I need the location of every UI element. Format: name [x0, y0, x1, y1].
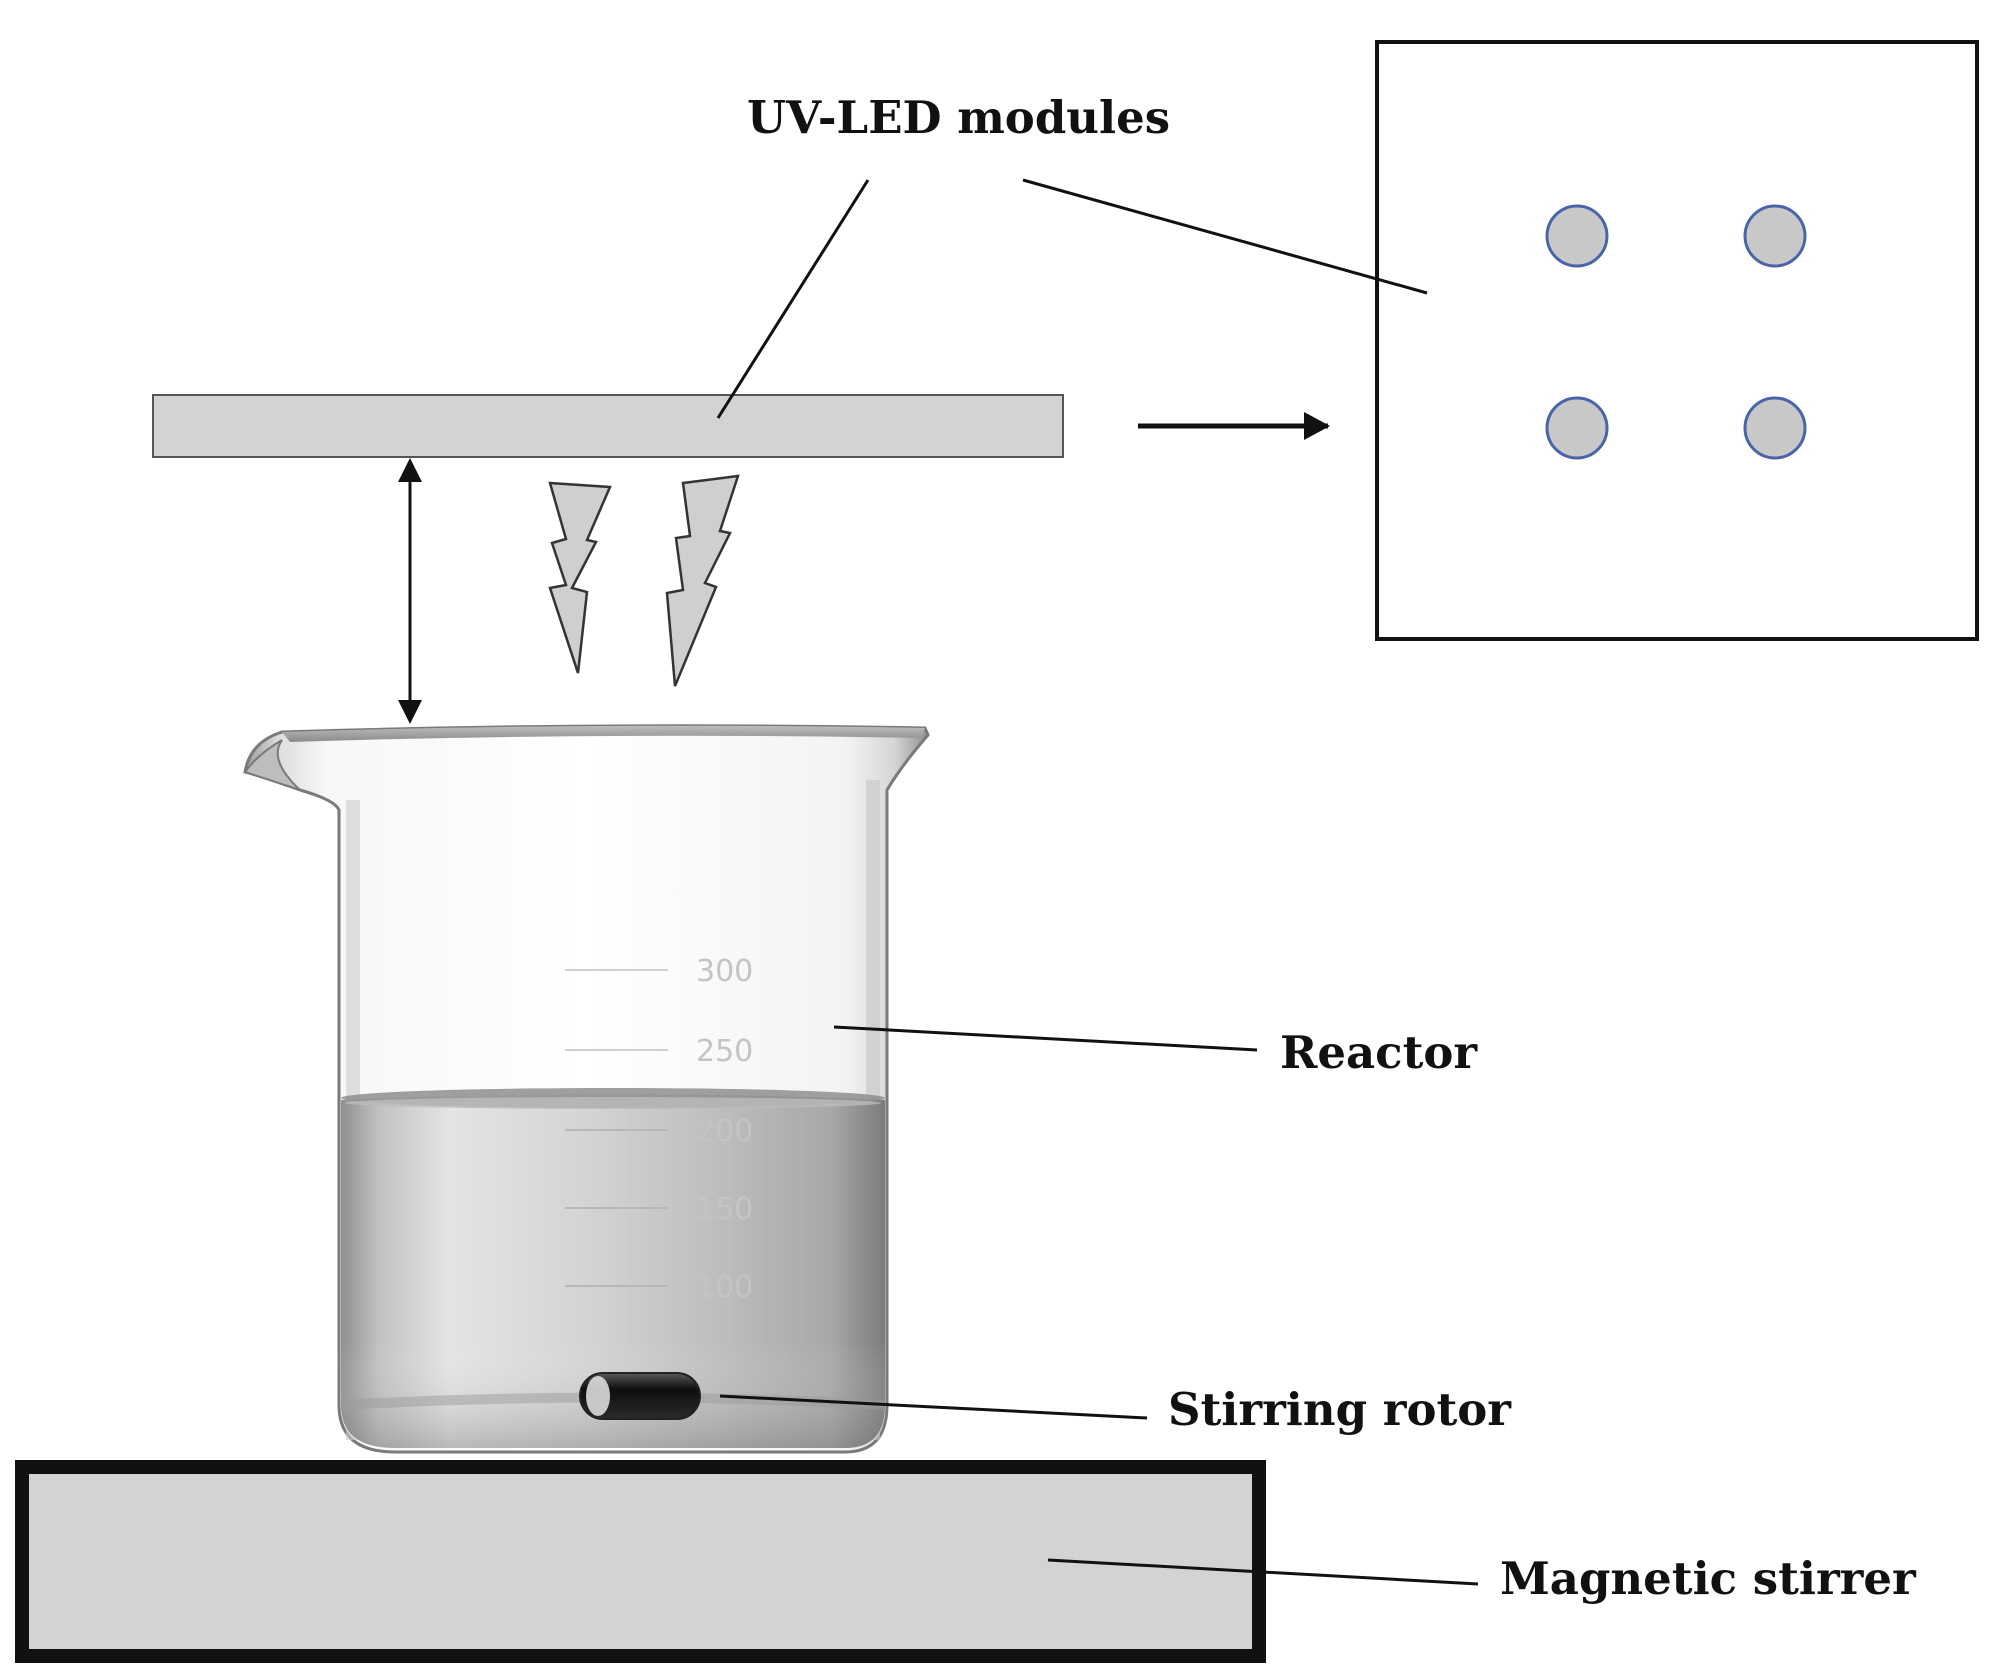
led-panel-top-view	[1375, 40, 1979, 641]
graduation-label: 200	[696, 1114, 753, 1149]
leader-line-magnetic-stirrer	[1047, 1558, 1479, 1586]
led-module-icon	[1743, 204, 1807, 268]
graduation-scale: 300 250 200 150 100	[565, 954, 753, 1305]
led-module-icon	[1545, 204, 1609, 268]
graduation-label: 250	[696, 1034, 753, 1069]
leader-line-stirring-rotor	[719, 1394, 1148, 1420]
leader-line-reactor	[833, 1025, 1258, 1052]
reactor-label: Reactor	[1280, 1026, 1478, 1079]
distance-double-arrow	[398, 458, 422, 724]
leader-line-uv-led-panel	[716, 179, 870, 419]
uv-light-bolt-icon	[548, 481, 612, 674]
leader-line-uv-led-top-view	[1022, 178, 1428, 295]
arrowhead	[1304, 412, 1330, 440]
magnetic-stirrer-label: Magnetic stirrer	[1500, 1552, 1917, 1605]
uv-led-panel	[152, 394, 1064, 458]
stirring-rotor	[579, 1372, 701, 1420]
graduation-label: 100	[696, 1270, 753, 1305]
led-module-icon	[1545, 396, 1609, 460]
beaker-reactor	[243, 724, 930, 1454]
led-module-icon	[1743, 396, 1807, 460]
stirring-rotor-label: Stirring rotor	[1168, 1383, 1512, 1436]
uv-light-bolt-icon	[665, 474, 740, 687]
graduation-label: 150	[696, 1192, 753, 1227]
uv-led-label: UV-LED modules	[747, 91, 1170, 144]
graduation-label: 300	[696, 954, 753, 989]
